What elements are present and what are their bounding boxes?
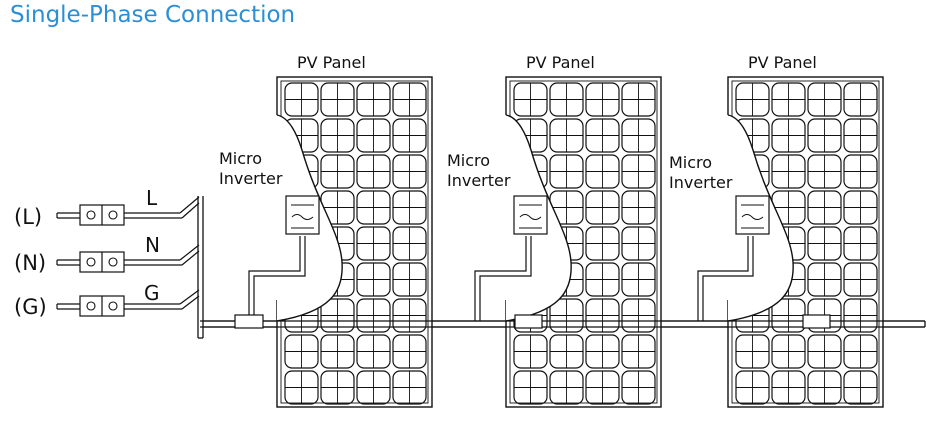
micro-label-1-line2: Inverter xyxy=(219,169,283,188)
micro-label-3-line1: Micro xyxy=(669,153,712,172)
micro-inverter-2 xyxy=(474,195,548,321)
trunk-connector-3 xyxy=(802,314,831,329)
page-title: Single-Phase Connection xyxy=(10,2,296,28)
terminal-label-n: (N) xyxy=(14,251,46,275)
wire-label-g: G xyxy=(144,281,160,305)
panel-label-2: PV Panel xyxy=(526,53,595,72)
micro-label-1-line1: Micro xyxy=(219,149,262,168)
ac-wires xyxy=(56,196,200,310)
pv-panel-2 xyxy=(495,76,662,408)
terminal-block-n xyxy=(79,251,125,273)
wire-label-l: L xyxy=(146,186,158,210)
panel-label-1: PV Panel xyxy=(297,53,366,72)
pv-panel-3 xyxy=(717,76,884,408)
micro-label-2-line2: Inverter xyxy=(447,171,511,190)
terminal-block-l xyxy=(79,204,125,226)
terminal-block-g xyxy=(79,295,125,317)
trunk-connector-1 xyxy=(234,314,264,329)
trunk-connector-2 xyxy=(514,314,543,329)
pv-panel-1 xyxy=(266,76,433,408)
wire-label-n: N xyxy=(145,233,160,257)
junction-bar xyxy=(197,196,204,339)
panel-label-3: PV Panel xyxy=(748,53,817,72)
terminal-label-g: (G) xyxy=(14,295,47,319)
micro-label-3-line2: Inverter xyxy=(669,173,733,192)
micro-inverter-1 xyxy=(248,195,320,315)
terminal-label-l: (L) xyxy=(14,205,42,229)
micro-inverter-3 xyxy=(697,195,770,321)
micro-label-2-line1: Micro xyxy=(447,151,490,170)
trunk-cable-overlay xyxy=(203,320,925,328)
